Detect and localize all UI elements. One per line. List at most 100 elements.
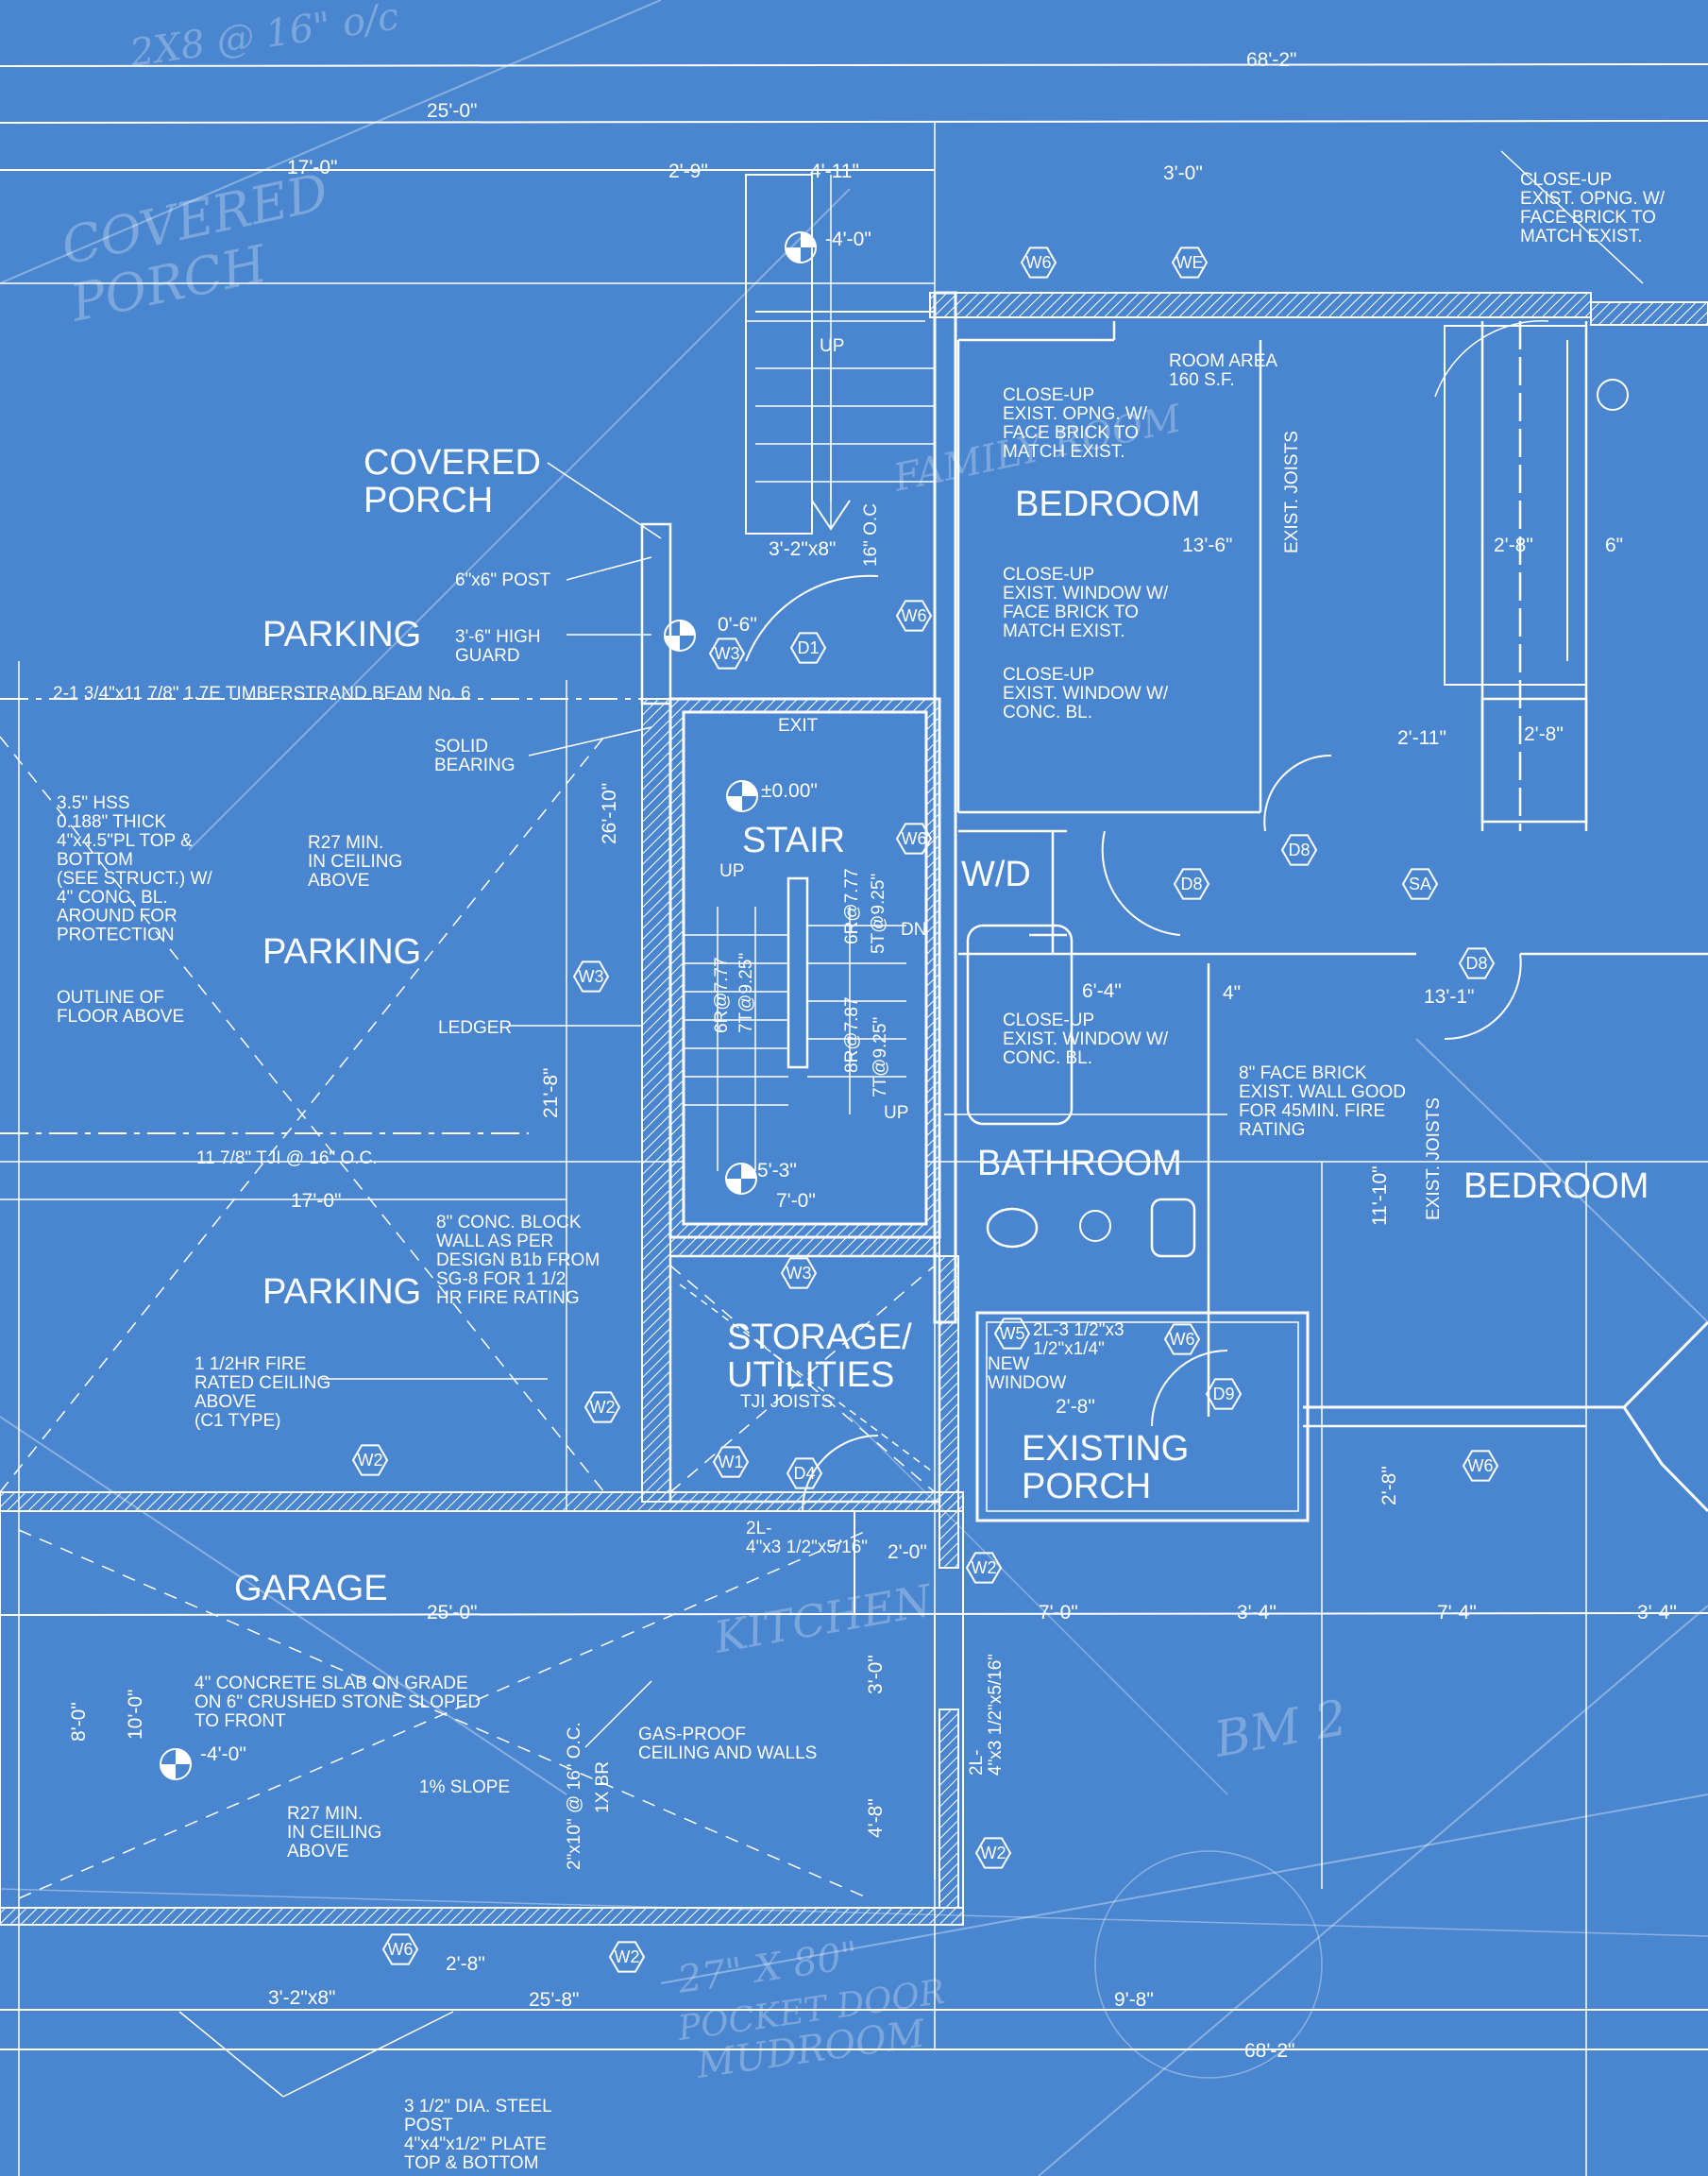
note-1x-br: 1X BR xyxy=(593,1761,613,1813)
note-risers-c: 6R@7.77 xyxy=(712,957,732,1033)
opening-tag: W2 xyxy=(351,1444,389,1476)
opening-tag-label: W2 xyxy=(972,1558,997,1577)
opening-tag-label: W6 xyxy=(902,829,927,848)
opening-tag-label: W3 xyxy=(786,1264,812,1283)
note-up-3: UP xyxy=(884,1103,908,1123)
note-beam: 2-1 3/4"x11 7/8" 1.7E TIMBERSTRAND BEAM … xyxy=(53,684,471,704)
note-exist-joists-2: EXIST. JOISTS xyxy=(1424,1097,1444,1220)
dimension-label: 3'-0" xyxy=(865,1655,887,1694)
note-risers-b: 5T@9.25" xyxy=(869,874,888,954)
opening-tag: SA xyxy=(1401,868,1439,900)
note-exit: EXIT xyxy=(778,716,819,736)
note-oc-16: 16" O.C xyxy=(861,503,881,567)
opening-tag: D8 xyxy=(1458,947,1496,979)
opening-tag: W6 xyxy=(1020,246,1057,279)
note-risers-a: 6R@7.77 xyxy=(842,868,862,944)
room-parking-3: PARKING xyxy=(262,1272,421,1312)
opening-tag-label: W6 xyxy=(388,1940,414,1959)
opening-tag: W3 xyxy=(572,960,610,993)
dimension-label: 25'-0" xyxy=(427,1602,478,1624)
dimension-label: 17'-0" xyxy=(287,157,338,178)
room-bedroom-2: BEDROOM xyxy=(1463,1166,1649,1206)
dimension-label: 3'-2"x8" xyxy=(769,538,836,560)
dimension-label: 10'-0" xyxy=(125,1690,146,1741)
svg-text:2X8 @ 16" o/c: 2X8 @ 16" o/c xyxy=(127,0,401,76)
dimension-label: 5'-3" xyxy=(757,1160,797,1182)
dimension-label: 0'-6" xyxy=(718,614,757,636)
opening-tag: D8 xyxy=(1173,868,1210,900)
opening-tag-label: D9 xyxy=(1212,1385,1234,1403)
elevation-label: ±0.00" xyxy=(761,780,818,802)
opening-tag-label: SA xyxy=(1409,875,1431,893)
room-storage-utilities: STORAGE/UTILITIES xyxy=(727,1318,912,1395)
dimension-label: 2'-8" xyxy=(1378,1466,1400,1505)
opening-tag-label: W2 xyxy=(590,1398,616,1417)
dimension-label: 17'-0" xyxy=(291,1190,342,1212)
room-garage: GARAGE xyxy=(234,1569,388,1608)
opening-tag: W5 xyxy=(993,1318,1031,1350)
dimension-label: 7'-0" xyxy=(776,1190,816,1212)
opening-tag-label: D4 xyxy=(793,1464,815,1483)
dimension-label: 7'-4" xyxy=(1437,1602,1477,1624)
dimension-label: 7'-0" xyxy=(1039,1602,1078,1624)
dimension-label: -4'-0" xyxy=(200,1743,246,1765)
dimension-label: 3'-2"x8" xyxy=(268,1987,335,2009)
opening-tag-label: W2 xyxy=(615,1947,640,1966)
dimension-label: 3'-4" xyxy=(1237,1602,1277,1624)
note-exist-joists-1: EXIST. JOISTS xyxy=(1282,431,1302,553)
note-post: 6"x6" POST xyxy=(455,570,551,590)
room-bedroom-1: BEDROOM xyxy=(1015,484,1200,524)
dimension-label: 26'-10" xyxy=(599,783,620,844)
walls xyxy=(0,174,1708,1926)
opening-tag: W6 xyxy=(381,1933,419,1965)
opening-tag-label: W6 xyxy=(1026,253,1052,272)
opening-tag: W6 xyxy=(895,600,933,632)
opening-tag-label: W6 xyxy=(902,606,927,625)
opening-tag: W2 xyxy=(974,1837,1012,1869)
dimension-label: 25'-0" xyxy=(427,100,478,122)
opening-tag: W6 xyxy=(1163,1323,1201,1355)
svg-text:BM 2: BM 2 xyxy=(1209,1690,1351,1769)
opening-tag-label: WE xyxy=(1176,253,1204,272)
bathroom-fixtures xyxy=(966,924,1196,1258)
opening-tag: W2 xyxy=(583,1391,621,1423)
dimension-label: 68'-2" xyxy=(1244,2040,1295,2062)
opening-tag-label: D8 xyxy=(1180,875,1202,893)
opening-tag: D1 xyxy=(789,632,827,664)
note-lintel-vertical: 2L-4"x3 1/2"x5/16" xyxy=(967,1654,1006,1776)
room-parking-1: PARKING xyxy=(262,615,421,654)
dimension-labels: 68'-2" 25'-0" 17'-0" 2'-9" 4'-11" 3'-0" … xyxy=(68,49,1677,2062)
opening-tag: W2 xyxy=(608,1941,646,1973)
note-slope: 1% SLOPE xyxy=(419,1777,510,1797)
opening-tag: D8 xyxy=(1280,834,1318,866)
opening-tag-label: W3 xyxy=(579,967,604,986)
opening-tag-label: W3 xyxy=(715,644,740,663)
stair-treads xyxy=(684,320,925,1171)
opening-tag: W2 xyxy=(965,1552,1003,1584)
dimension-label: 9'-8" xyxy=(1114,1989,1154,2011)
opening-tag: WE xyxy=(1171,246,1209,279)
opening-tag-label: D1 xyxy=(797,638,819,657)
dimension-label: 6'-4" xyxy=(1082,980,1122,1002)
dimension-label: 2'-8" xyxy=(1056,1396,1095,1418)
dimension-label: 3'-0" xyxy=(1163,162,1203,184)
door-swings xyxy=(745,320,1549,1512)
dimension-label: 4" xyxy=(1223,982,1241,1004)
room-parking-2: PARKING xyxy=(262,932,421,972)
